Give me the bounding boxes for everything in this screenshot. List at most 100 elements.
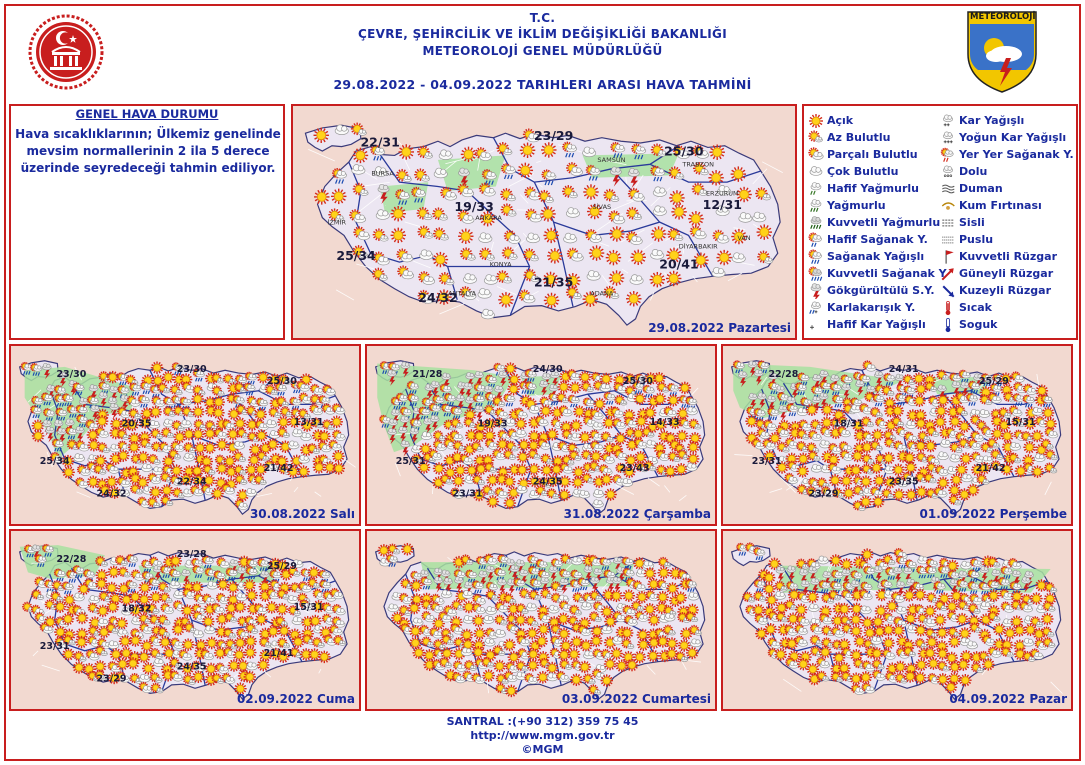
temperature-label: 21/35 <box>534 275 573 290</box>
legend-label: Yağmurlu <box>827 199 886 212</box>
weather-icon <box>398 144 414 160</box>
weather-icon <box>206 580 219 590</box>
weather-icon <box>169 580 181 589</box>
weather-icon <box>451 599 465 611</box>
legend-label: Kuvvetli Sağanak Y <box>827 267 947 280</box>
weather-icon <box>841 623 855 634</box>
weather-icon <box>288 440 300 450</box>
weather-icon <box>518 289 536 304</box>
weather-icon <box>182 674 196 685</box>
legend-label: Kuzeyli Rüzgar <box>959 284 1051 297</box>
weather-icon <box>650 165 666 182</box>
weather-icon <box>472 639 486 652</box>
weather-icon <box>181 604 194 617</box>
footer-url-link[interactable]: http://www.mgm.gov.tr <box>470 729 614 742</box>
weather-icon <box>192 610 207 623</box>
temperature-label: 24/30 <box>533 364 563 375</box>
weather-icon <box>62 466 75 479</box>
weather-icon <box>181 638 195 651</box>
weather-icon <box>440 186 457 201</box>
weather-icon <box>935 640 949 653</box>
weather-icon <box>753 407 766 421</box>
weather-icon <box>578 431 592 444</box>
weather-icon <box>1030 592 1043 605</box>
legend-item: Yer Yer Sağanak Y. <box>940 146 1074 163</box>
weather-icon <box>882 554 896 566</box>
weather-icon <box>330 415 343 429</box>
weather-icon <box>492 645 506 656</box>
weather-icon <box>870 635 883 645</box>
weather-icon <box>430 601 445 614</box>
weather-icon <box>669 190 685 206</box>
weather-icon <box>855 379 865 397</box>
weather-icon <box>550 581 564 592</box>
weather-icon <box>936 393 950 407</box>
weather-icon <box>621 478 634 487</box>
city-label: İZMİR <box>328 217 347 226</box>
weather-icon <box>118 488 131 498</box>
rain-area <box>437 155 506 192</box>
heavy-shower-icon <box>808 265 823 281</box>
legend-item: Sisli <box>940 214 985 231</box>
weather-icon <box>786 565 797 582</box>
weather-icon <box>565 286 582 300</box>
weather-icon <box>75 477 89 489</box>
weather-icon <box>256 450 270 462</box>
weather-icon <box>455 394 466 411</box>
smoke-icon <box>942 184 955 193</box>
weather-icon <box>128 408 142 419</box>
weather-icon <box>585 229 603 243</box>
map-day-6: 04.09.2022 Pazar <box>721 529 1073 711</box>
weather-icon <box>570 673 583 687</box>
weather-icon <box>870 461 883 474</box>
weather-icon <box>109 648 123 661</box>
weather-icon <box>852 500 866 511</box>
weather-icon <box>906 624 919 634</box>
weather-icon <box>372 251 390 266</box>
weather-icon <box>109 592 122 605</box>
weather-icon <box>580 601 593 611</box>
weather-icon <box>31 419 45 433</box>
weather-icon <box>459 247 476 261</box>
weather-icon <box>105 622 119 634</box>
weather-icon <box>396 248 414 263</box>
weather-icon <box>1029 648 1044 660</box>
temperature-label: 25/34 <box>336 248 376 263</box>
weather-icon <box>246 395 261 407</box>
weather-icon <box>561 428 575 440</box>
weather-icon <box>959 592 974 605</box>
city-label: ADANA <box>590 289 614 297</box>
weather-icon <box>566 162 583 176</box>
weather-icon <box>987 589 1000 602</box>
weather-icon <box>754 613 769 625</box>
weather-icon <box>664 465 677 478</box>
weather-icon <box>276 559 289 573</box>
weather-icon <box>579 639 593 652</box>
weather-icon <box>139 622 154 634</box>
weather-icon <box>583 650 595 660</box>
weather-icon <box>387 543 401 555</box>
weather-icon <box>463 660 477 671</box>
weather-icon <box>980 442 994 453</box>
weather-icon <box>785 637 799 650</box>
weather-icon <box>424 383 435 400</box>
weather-icon <box>302 633 315 645</box>
weather-icon <box>654 418 668 431</box>
weather-icon <box>298 581 312 593</box>
weather-icon <box>537 438 551 450</box>
weather-icon <box>201 555 214 569</box>
weather-icon <box>95 414 109 428</box>
weather-icon <box>946 610 961 622</box>
weather-icon <box>528 490 541 499</box>
weather-icon <box>370 144 386 161</box>
weather-icon <box>375 209 390 220</box>
weather-icon <box>277 624 291 638</box>
weather-icon <box>141 463 153 472</box>
weather-icon <box>1009 581 1022 595</box>
weather-icon <box>1011 416 1025 428</box>
weather-icon <box>614 394 628 406</box>
weather-icon <box>567 442 581 454</box>
weather-icon <box>1044 427 1059 439</box>
weather-icon <box>541 169 557 186</box>
weather-icon <box>226 427 240 441</box>
